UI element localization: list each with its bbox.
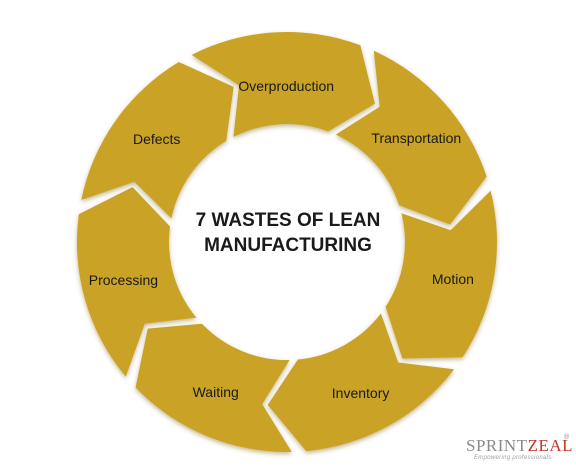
brand-name-main: SPRINT bbox=[466, 436, 528, 455]
registered-mark: ® bbox=[564, 434, 570, 441]
cycle-segment-transportation bbox=[335, 50, 487, 225]
cycle-segment-waiting bbox=[135, 323, 292, 452]
segment-label-transportation: Transportation bbox=[371, 130, 461, 146]
segment-label-overproduction: Overproduction bbox=[238, 78, 334, 94]
cycle-segment-motion bbox=[385, 190, 497, 359]
brand-name: SPRINTZEAL bbox=[466, 436, 573, 456]
diagram-title: 7 WASTES OF LEAN MANUFACTURING bbox=[160, 208, 416, 258]
brand-name-accent: ZEAL bbox=[527, 436, 574, 455]
diagram-title-line-2: MANUFACTURING bbox=[204, 235, 372, 256]
cycle-segment-inventory bbox=[267, 313, 455, 452]
segment-label-waiting: Waiting bbox=[193, 384, 239, 400]
diagram-title-line-1: 7 WASTES OF LEAN bbox=[195, 210, 381, 231]
segment-label-inventory: Inventory bbox=[332, 385, 390, 401]
cycle-segment-processing bbox=[76, 187, 197, 377]
cycle-segment-defects bbox=[81, 62, 234, 219]
segment-label-processing: Processing bbox=[89, 272, 158, 288]
cycle-segment-overproduction bbox=[191, 32, 375, 137]
segment-label-motion: Motion bbox=[432, 271, 474, 287]
brand-tagline: Empowering professionals bbox=[474, 455, 552, 461]
segment-label-defects: Defects bbox=[133, 131, 180, 147]
brand-logo: SPRINTZEAL ® Empowering professionals bbox=[466, 434, 573, 466]
